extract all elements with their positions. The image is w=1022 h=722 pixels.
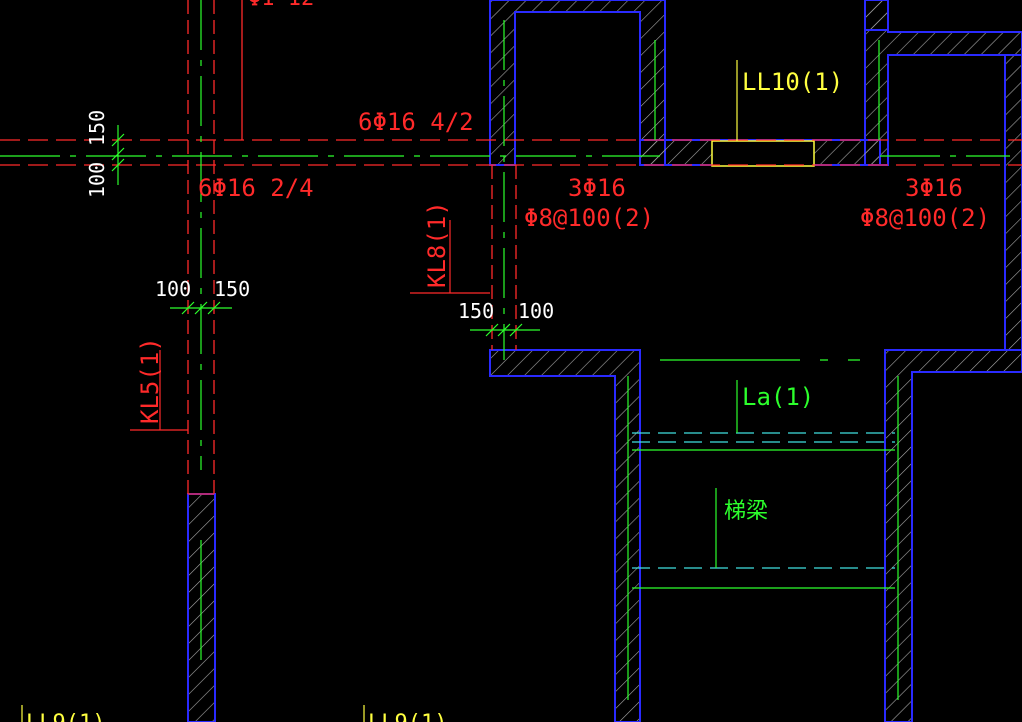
ll10-label: LL10(1) [742, 68, 843, 96]
wall-lower-left [489, 349, 641, 722]
dim-left-tick-2 [111, 147, 125, 161]
dim-kl8-tick-3 [509, 323, 523, 337]
dim-left-tick-1 [111, 133, 125, 147]
dimension-lines [111, 125, 540, 337]
la-label: La(1) [742, 383, 814, 411]
bottom-ll-label-1: LL9(1) [26, 711, 105, 722]
bottom-ll-label-2: LL9(1) [368, 711, 447, 722]
stair-beam-label: 梯梁 [724, 499, 768, 524]
top-fragment-label: Φ1 12 [248, 0, 314, 11]
stirrup-mid-2-label: Φ8@100(2) [860, 204, 990, 232]
stirrup-mid-1-label: Φ8@100(2) [524, 204, 654, 232]
dim-left-tick-3 [111, 158, 125, 172]
dim-kl8-150: 150 [458, 299, 494, 323]
dim-left-100: 100 [85, 162, 109, 198]
dim-kl5-tick-2 [194, 301, 208, 315]
wall-right-mid [1004, 54, 1022, 351]
beam-centerlines [0, 0, 1022, 495]
rebar-mid-2-label: 3Φ16 [905, 174, 963, 202]
wall-lower-right [884, 349, 1022, 722]
cyan-beam-lines [632, 432, 895, 569]
rebar-mid-1-label: 3Φ16 [568, 174, 626, 202]
wall-top-right [864, 0, 889, 31]
rebar-bottom-left-label: 6Φ16 2/4 [198, 174, 314, 202]
rebar-top-left-label: 6Φ16 4/2 [358, 108, 474, 136]
kl8-label: KL8(1) [423, 201, 451, 288]
rebar-lines [0, 0, 1010, 700]
dim-kl5-100: 100 [155, 277, 191, 301]
kl5-label: KL5(1) [136, 337, 164, 424]
leader-lines [21, 60, 738, 722]
shear-walls [187, 0, 1022, 722]
dim-kl5-150: 150 [214, 277, 250, 301]
dim-kl8-100: 100 [518, 299, 554, 323]
dim-kl8-tick-2 [497, 323, 511, 337]
dim-kl5-tick-3 [207, 301, 221, 315]
dim-left-150: 150 [85, 110, 109, 146]
annotation-labels: Φ1 12 6Φ16 4/2 6Φ16 2/4 LL10(1) 3Φ16 Φ8@… [26, 0, 990, 722]
dim-kl8-tick-1 [485, 323, 499, 337]
dim-kl5-tick-1 [181, 301, 195, 315]
ll10-beam-block [711, 140, 815, 167]
